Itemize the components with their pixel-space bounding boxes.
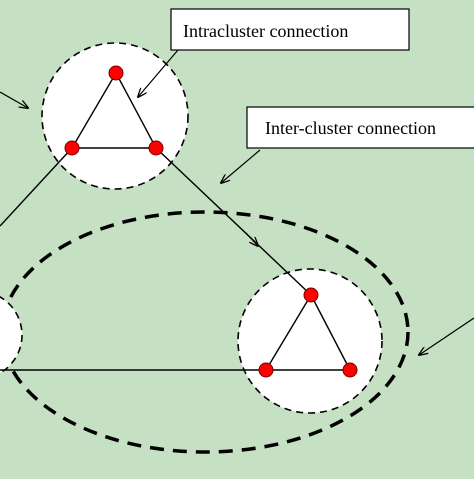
inter-cluster-edge — [155, 147, 312, 296]
intracluster-label: Intracluster connection — [183, 21, 348, 41]
node — [148, 140, 164, 156]
node — [258, 362, 274, 378]
intracluster-label-box: Intracluster connection — [170, 8, 410, 51]
intra-edge — [115, 72, 157, 149]
pointer-arrow-super-cluster — [419, 317, 474, 355]
cluster-left-partial — [0, 295, 23, 375]
intercluster-label: Inter-cluster connection — [265, 118, 436, 138]
pointer-arrow-intracluster — [138, 49, 179, 97]
intra-edge — [265, 294, 312, 371]
inter-cluster-edge — [0, 147, 73, 227]
node — [303, 287, 319, 303]
intercluster-label-box: Inter-cluster connection — [246, 106, 474, 149]
cluster-right — [237, 268, 383, 414]
node — [108, 65, 124, 81]
pointer-arrow-inter-edge — [245, 232, 258, 246]
node — [342, 362, 358, 378]
intra-edge — [310, 294, 351, 371]
pointer-arrow-intercluster — [221, 149, 261, 183]
intra-edge — [71, 72, 117, 149]
node — [64, 140, 80, 156]
pointer-arrow-left-edge — [0, 91, 28, 108]
